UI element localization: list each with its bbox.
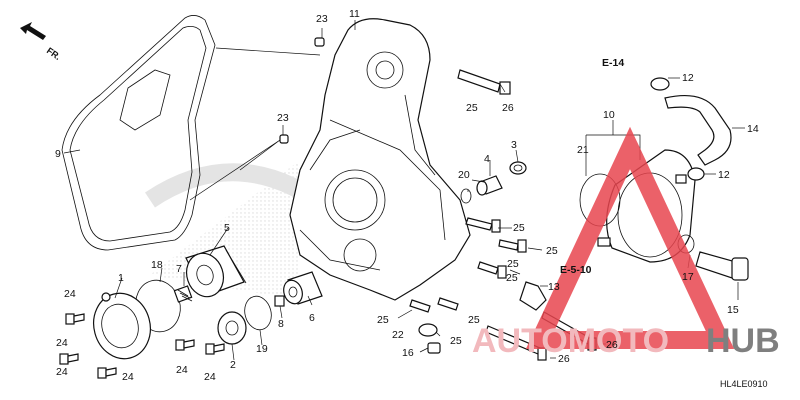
callout-25-e: 25 [506, 272, 518, 284]
dowel-pin [279, 134, 289, 144]
oil-pump-strainer [283, 271, 323, 305]
mounting-stay [519, 281, 547, 311]
callout-26-a: 26 [502, 102, 514, 114]
watermark-triangle [525, 126, 735, 349]
dowel-pin [314, 37, 325, 47]
callout-11: 11 [349, 8, 360, 20]
callout-25-h: 25 [468, 314, 480, 326]
watermark-word-a: AUTOMOTO [472, 322, 669, 360]
sealing-washer [418, 323, 438, 337]
sensor-bolt [509, 161, 527, 175]
drain-plug [427, 342, 441, 354]
callout-12-top: 12 [682, 72, 694, 84]
watermark-word-b: HUB [706, 322, 780, 360]
ref-e-14: E-14 [602, 57, 624, 69]
callout-5: 5 [224, 222, 230, 234]
callout-10: 10 [603, 109, 615, 121]
callout-2: 2 [230, 359, 236, 371]
callout-4: 4 [484, 153, 490, 165]
callout-6: 6 [309, 312, 315, 324]
callout-12-bottom: 12 [718, 169, 730, 181]
front-direction-icon: FR. [20, 22, 62, 62]
ref-e-5-10: E-5-10 [560, 264, 592, 276]
callout-26-c: 26 [606, 339, 618, 351]
callout-22: 22 [392, 329, 404, 341]
callout-24-d: 24 [176, 364, 188, 376]
callout-7: 7 [176, 263, 182, 275]
callout-21: 21 [577, 144, 589, 156]
callout-16: 16 [402, 347, 414, 359]
spring-collar [274, 295, 285, 307]
direction-label: FR. [45, 45, 63, 62]
cooler-bolt [695, 251, 749, 281]
left-crankcase-cover [289, 18, 471, 301]
callout-24-e: 24 [204, 371, 216, 383]
callout-14: 14 [747, 123, 759, 135]
drawing-code: HL4LE0910 [720, 379, 768, 389]
filter-spring [173, 285, 193, 303]
callout-25-d: 25 [507, 258, 519, 270]
callout-8: 8 [278, 318, 284, 330]
callout-25-b: 25 [513, 222, 525, 234]
callout-labels: 23 11 23 9 5 1 18 7 6 8 19 2 24 24 24 24… [55, 8, 759, 383]
callout-24-b: 24 [56, 337, 68, 349]
plug-cap [217, 311, 247, 345]
callout-1: 1 [118, 272, 124, 284]
callout-17: 17 [682, 271, 694, 283]
callout-13: 13 [548, 281, 560, 293]
oil-pipe-collar [476, 175, 503, 196]
callout-24-c: 24 [122, 371, 134, 383]
callout-18: 18 [151, 259, 163, 271]
callout-20: 20 [458, 169, 470, 181]
callout-9: 9 [55, 148, 61, 160]
oil-filter-cover [93, 292, 151, 360]
callout-24-a: 24 [64, 288, 76, 300]
callout-23-mid: 23 [277, 112, 289, 124]
cover-gasket [61, 15, 216, 251]
callout-25-a: 25 [466, 102, 478, 114]
callout-3: 3 [511, 139, 517, 151]
oil-cooler-hose [650, 77, 732, 181]
oil-filter [185, 245, 247, 298]
callout-26-b: 26 [558, 353, 570, 365]
watermark-text: AUTOMOTO HUB [472, 322, 780, 360]
callout-24-f: 24 [56, 366, 68, 378]
callout-23-top: 23 [316, 13, 328, 25]
callout-15: 15 [727, 304, 739, 316]
callout-25-c: 25 [546, 245, 558, 257]
callout-19: 19 [256, 343, 268, 355]
strainer-o-ring [244, 295, 272, 331]
callout-25-g: 25 [450, 335, 462, 347]
leader-lines [63, 20, 745, 361]
small-o-ring [460, 188, 472, 204]
callout-25-f: 25 [377, 314, 389, 326]
